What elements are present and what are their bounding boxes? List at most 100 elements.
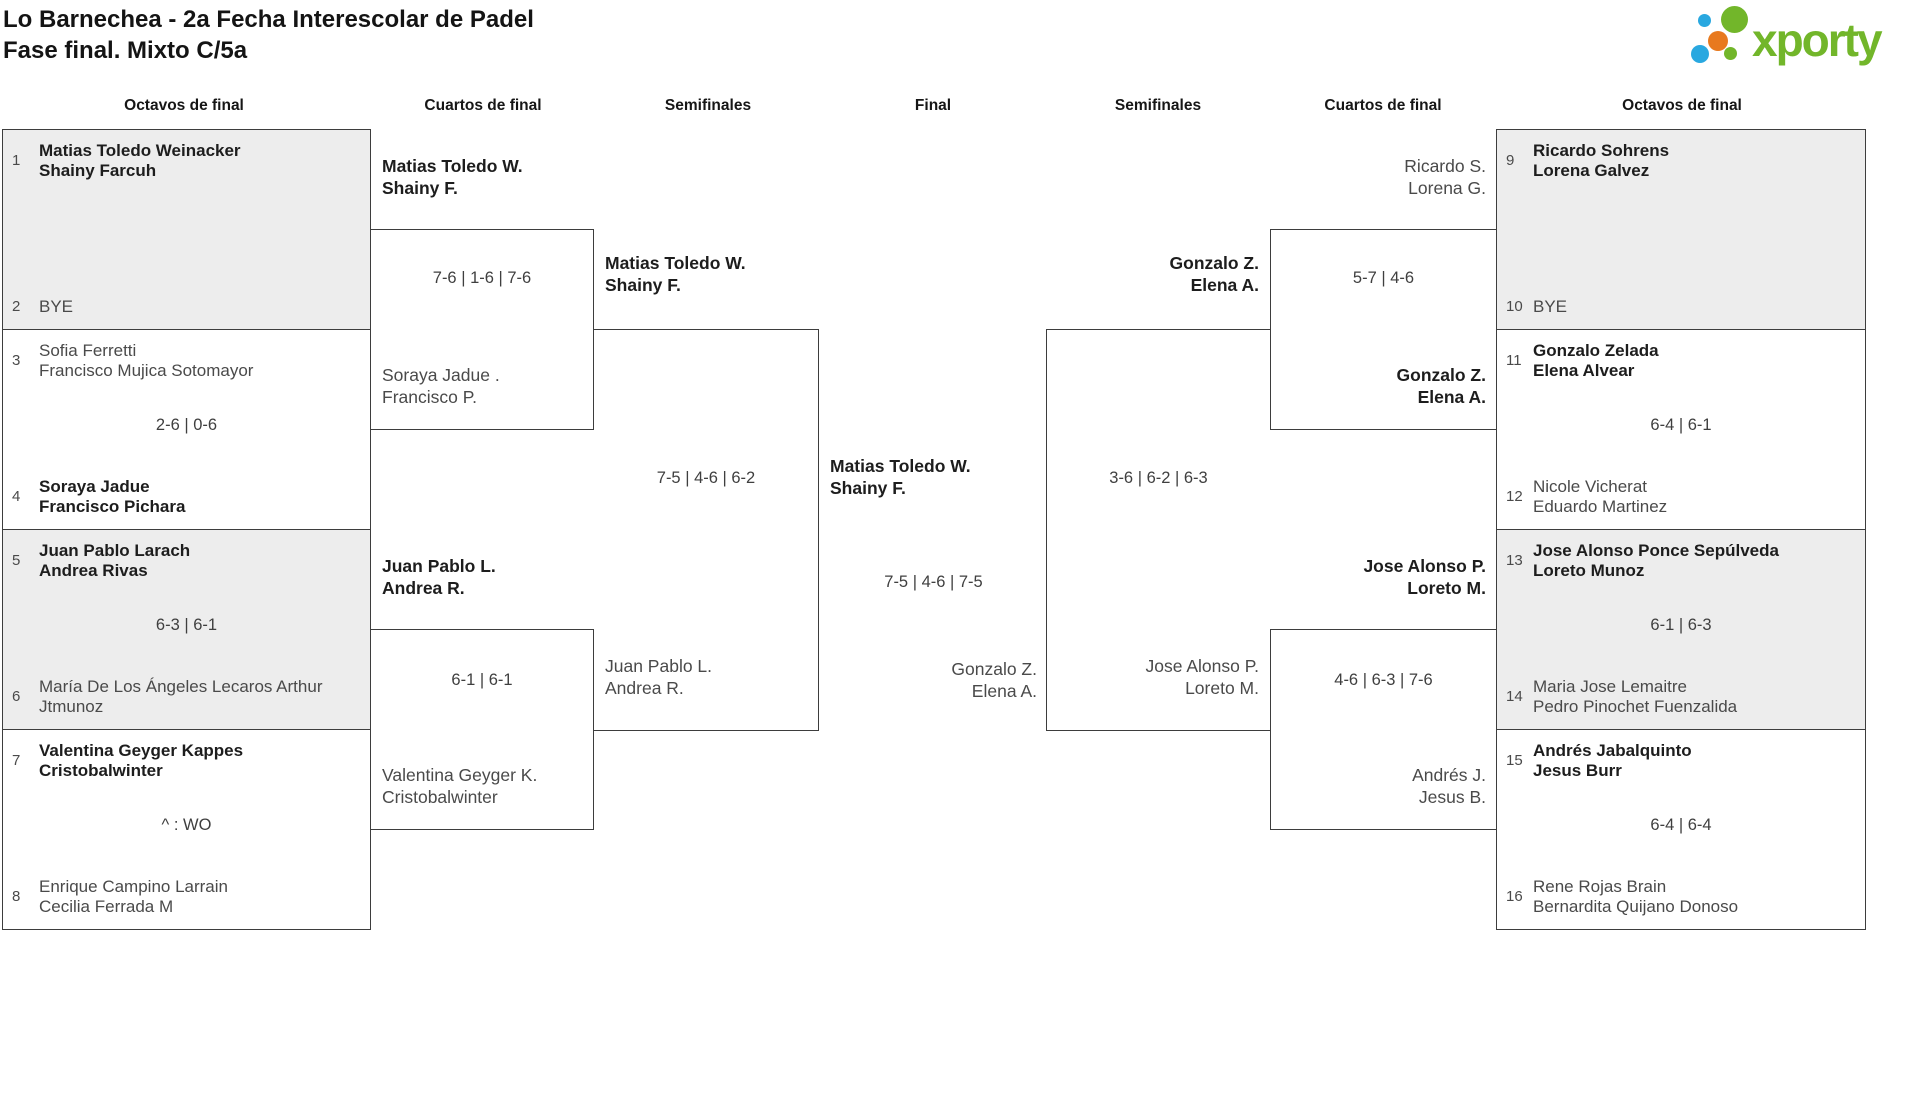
sf1-advancing-team: Matias Toledo W.Shainy F. — [605, 253, 746, 295]
round-header-octavos-left: Octavos de final — [124, 97, 244, 114]
seed-number: 4 — [12, 488, 21, 505]
seed-number: 7 — [12, 752, 21, 769]
seed-number: 6 — [12, 688, 21, 705]
seed-number: 15 — [1506, 752, 1523, 769]
round-header-semis-left: Semifinales — [664, 97, 752, 114]
qf1-eliminated-team: Soraya Jadue .Francisco P. — [382, 365, 500, 407]
qf-box-right-bottom — [1270, 629, 1497, 830]
logo-dot-blue-large — [1691, 45, 1709, 63]
match-score: 6-4 | 6-1 — [1650, 416, 1712, 434]
seed-number: 3 — [12, 352, 21, 369]
xporty-logo[interactable]: xporty — [1690, 5, 1908, 75]
tournament-name: Lo Barnechea - 2a Fecha Interescolar de … — [3, 6, 534, 33]
round-header-octavos-right: Octavos de final — [1622, 97, 1742, 114]
seed-number: 1 — [12, 152, 21, 169]
sf2-advancing-team: Gonzalo Z.Elena A. — [1169, 253, 1259, 295]
match-score: 2-6 | 0-6 — [155, 416, 218, 434]
team-row: 10 BYE — [1506, 297, 1859, 317]
logo-dot-green-small — [1724, 47, 1737, 60]
seed-number: 8 — [12, 888, 21, 905]
round-header-semis-right: Semifinales — [1114, 97, 1202, 114]
sf-box-left — [593, 329, 819, 731]
seed-number: 14 — [1506, 688, 1523, 705]
seed-number: 9 — [1506, 152, 1515, 169]
logo-dot-green-large — [1721, 6, 1748, 33]
seed-number: 13 — [1506, 552, 1523, 569]
final-champion-team: Matias Toledo W.Shainy F. — [830, 456, 971, 498]
match-score: 6-4 | 6-4 — [1650, 816, 1712, 834]
seed-number: 16 — [1506, 888, 1523, 905]
qf4-eliminated-team: Andrés J.Jesus B. — [1412, 765, 1486, 807]
qf3-eliminated-team: Ricardo S.Lorena G. — [1404, 156, 1486, 198]
qf1-advancing-team: Matias Toledo W.Shainy F. — [382, 156, 523, 198]
qf2-advancing-team: Juan Pablo L.Andrea R. — [382, 556, 496, 598]
qf3-advancing-team: Gonzalo Z.Elena A. — [1396, 365, 1486, 407]
seed-number: 12 — [1506, 488, 1523, 505]
match-score: 6-3 | 6-1 — [155, 616, 218, 634]
qf-box-left-bottom — [370, 629, 594, 830]
team-names: BYE — [39, 296, 74, 316]
sf1-eliminated-team: Juan Pablo L.Andrea R. — [605, 656, 713, 698]
seed-number: 2 — [12, 297, 21, 315]
seed-number: 5 — [12, 552, 21, 569]
final-score: 7-5 | 4-6 | 7-5 — [884, 573, 983, 591]
logo-dot-orange — [1708, 31, 1728, 51]
qf1-score: 7-6 | 1-6 | 7-6 — [432, 269, 532, 287]
qf4-advancing-team: Jose Alonso P.Loreto M. — [1363, 556, 1486, 598]
logo-dot-blue-small — [1698, 14, 1711, 27]
phase-subtitle: Fase final. Mixto C/5a — [3, 37, 248, 64]
round-header-cuartos-right: Cuartos de final — [1324, 97, 1442, 114]
qf2-score: 6-1 | 6-1 — [451, 671, 513, 689]
sf2-eliminated-team: Jose Alonso P.Loreto M. — [1145, 656, 1259, 698]
team-names: BYE — [1533, 296, 1568, 316]
sf2-score: 3-6 | 6-2 | 6-3 — [1109, 469, 1208, 487]
final-runnerup-team: Gonzalo Z.Elena A. — [951, 659, 1037, 701]
qf2-eliminated-team: Valentina Geyger K.Cristobalwinter — [382, 765, 538, 807]
qf4-score: 4-6 | 6-3 | 7-6 — [1334, 671, 1433, 689]
page-title: Lo Barnechea - 2a Fecha Interescolar de … — [3, 4, 534, 66]
qf3-score: 5-7 | 4-6 — [1352, 269, 1415, 287]
round-header-final: Final — [914, 97, 952, 114]
match-score: ^ : WO — [161, 816, 212, 834]
match-score: 6-1 | 6-3 — [1650, 616, 1712, 634]
seed-number: 11 — [1506, 352, 1522, 369]
sf-box-right — [1046, 329, 1271, 731]
team-row: 2 BYE — [12, 297, 364, 317]
seed-number: 10 — [1506, 297, 1523, 315]
